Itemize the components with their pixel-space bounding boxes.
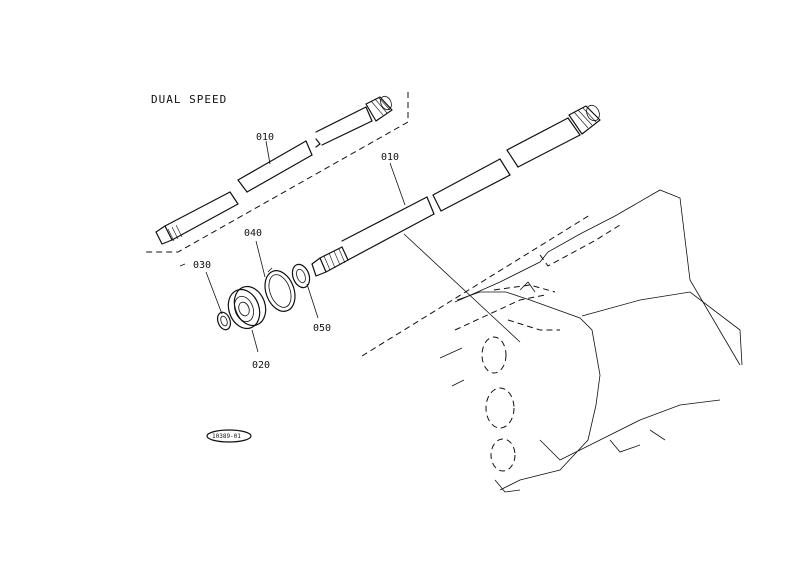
ball-bearing — [227, 285, 267, 330]
dual-speed-shaft — [155, 95, 393, 245]
transmission-case — [361, 189, 743, 493]
callout-010-main: 010 — [381, 152, 399, 163]
reference-code-text: 10389-01 — [212, 433, 241, 440]
dual-speed-inset-boundary — [145, 92, 409, 253]
callout-040: 040 — [244, 228, 262, 239]
snap-ring-small — [216, 311, 232, 331]
main-shaft — [311, 104, 601, 343]
callout-010-upper: 010 — [256, 132, 274, 143]
leader-lines — [205, 140, 406, 353]
callout-050: 050 — [313, 323, 331, 334]
diagram-title: DUAL SPEED — [151, 93, 227, 106]
tick-mark — [179, 263, 186, 267]
collar — [291, 263, 311, 289]
snap-ring-large — [264, 267, 296, 312]
callout-020: 020 — [252, 360, 270, 371]
callout-030: 030 — [193, 260, 211, 271]
reference-code-stamp: 10389-01 — [206, 429, 252, 443]
